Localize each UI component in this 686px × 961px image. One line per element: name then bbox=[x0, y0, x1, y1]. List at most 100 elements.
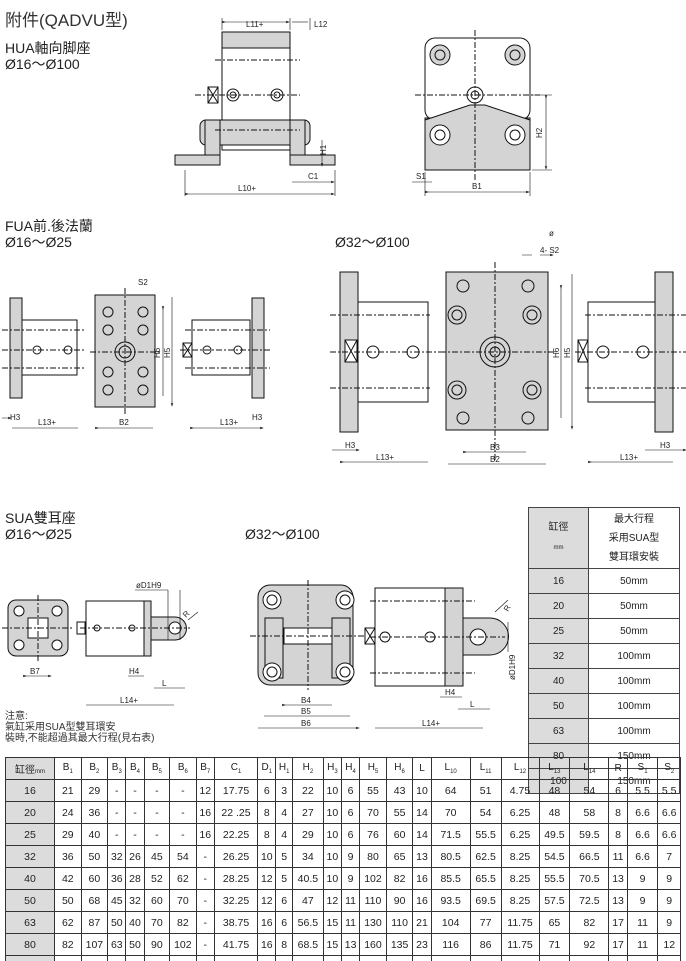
value-cell: 13 bbox=[340, 933, 361, 956]
value-cell: 5.5 bbox=[626, 779, 659, 802]
value-cell: 40 bbox=[125, 911, 145, 934]
dim-label-d1h9: øD1H9 bbox=[508, 654, 517, 680]
value-cell: 59.5 bbox=[569, 823, 610, 846]
value-cell: 60 bbox=[385, 823, 414, 846]
value-cell: 102 bbox=[169, 933, 197, 956]
value-cell: 8 bbox=[257, 801, 277, 824]
value-cell: 77 bbox=[469, 911, 502, 934]
stroke-header-line: 最大行程 bbox=[614, 513, 654, 525]
dim-label-l11: L11+ bbox=[246, 20, 264, 29]
value-cell: 40 bbox=[80, 823, 109, 846]
column-header: D1 bbox=[257, 757, 277, 780]
bore-header: 缸徑 bbox=[15, 765, 35, 776]
dim-label-l13: L13+ bbox=[376, 453, 394, 462]
value-cell: 6 bbox=[257, 779, 277, 802]
dim-label-h5: H5 bbox=[563, 347, 572, 358]
dim-label-h3: H3 bbox=[10, 413, 21, 422]
dim-label-l13: L13+ bbox=[220, 418, 238, 427]
bore-cell: 63 bbox=[528, 718, 589, 744]
value-cell: 9 bbox=[340, 845, 361, 868]
max-stroke-cell: 50mm bbox=[588, 593, 680, 619]
value-cell: 65 bbox=[538, 911, 571, 934]
value-cell: - bbox=[107, 801, 127, 824]
value-cell: 9 bbox=[340, 867, 361, 890]
value-cell: 10 bbox=[412, 779, 432, 802]
value-cell: 21 bbox=[608, 955, 628, 961]
hua-range: Ø16～Ø100 bbox=[5, 56, 80, 72]
value-cell: 160 bbox=[359, 933, 387, 956]
value-cell: 55.5 bbox=[538, 867, 571, 890]
value-cell: 50 bbox=[80, 845, 109, 868]
value-cell: - bbox=[143, 779, 171, 802]
value-cell: 58 bbox=[569, 801, 610, 824]
value-cell: 10 bbox=[322, 845, 342, 868]
value-cell: 17.75 bbox=[213, 779, 259, 802]
dim-label-b7: B7 bbox=[30, 667, 40, 676]
bore-cell: 32 bbox=[5, 845, 55, 868]
column-header: L10 bbox=[430, 757, 471, 780]
value-cell: 11 bbox=[626, 911, 659, 934]
value-cell: 72.5 bbox=[569, 889, 610, 912]
bore-cell: 80 bbox=[5, 933, 55, 956]
value-cell: 8 bbox=[257, 823, 277, 846]
value-cell: 87 bbox=[80, 911, 109, 934]
dim-label-phi: ø bbox=[549, 229, 554, 238]
value-cell: 163 bbox=[385, 955, 414, 961]
value-cell: 13.5 bbox=[626, 955, 659, 961]
value-cell: 6 bbox=[608, 779, 628, 802]
value-cell: 90 bbox=[385, 889, 414, 912]
value-cell: 36 bbox=[54, 845, 82, 868]
stroke-header-line: 采用SUA型 bbox=[608, 532, 660, 544]
value-cell: 12 bbox=[322, 889, 342, 912]
value-cell: 60 bbox=[125, 955, 145, 961]
value-cell: 54 bbox=[469, 801, 502, 824]
value-cell: 4 bbox=[275, 823, 294, 846]
value-cell: 15 bbox=[340, 955, 361, 961]
dim-label-l10: L10+ bbox=[238, 184, 256, 193]
value-cell: 76 bbox=[359, 823, 387, 846]
value-cell: - bbox=[107, 779, 127, 802]
value-cell: 43 bbox=[385, 779, 414, 802]
value-cell: 41.75 bbox=[213, 933, 259, 956]
value-cell: 107 bbox=[80, 933, 109, 956]
value-cell: 8 bbox=[275, 933, 294, 956]
value-cell: 62.5 bbox=[469, 845, 502, 868]
dim-label-b6: B6 bbox=[301, 719, 311, 728]
value-cell: 5 bbox=[275, 845, 294, 868]
value-cell: 81 bbox=[292, 955, 324, 961]
value-cell: 10 bbox=[322, 779, 342, 802]
value-cell: - bbox=[125, 801, 145, 824]
dim-label-h2: H2 bbox=[535, 127, 544, 138]
dim-label-4-s2: 4- S2 bbox=[540, 246, 560, 255]
max-stroke-cell: 50mm bbox=[588, 568, 680, 594]
value-cell: - bbox=[169, 779, 197, 802]
value-cell: 8 bbox=[275, 955, 294, 961]
value-cell: 40.5 bbox=[292, 867, 324, 890]
value-cell: 29 bbox=[292, 823, 324, 846]
value-cell: 32 bbox=[125, 889, 145, 912]
column-header: L14 bbox=[569, 757, 610, 780]
value-cell: 8.25 bbox=[500, 889, 540, 912]
value-cell: 60 bbox=[80, 867, 109, 890]
value-cell: 99.5 bbox=[469, 955, 502, 961]
bore-cell: 40 bbox=[528, 668, 589, 694]
fua-small-views bbox=[2, 288, 270, 428]
value-cell: 130 bbox=[359, 911, 387, 934]
value-cell: 71.5 bbox=[430, 823, 471, 846]
dim-label-l: L bbox=[470, 700, 475, 709]
bore-cell: 25 bbox=[5, 823, 55, 846]
value-cell: 55 bbox=[385, 801, 414, 824]
value-cell: - bbox=[143, 823, 171, 846]
dim-label-r: R bbox=[502, 603, 513, 613]
bore-cell: 100 bbox=[5, 955, 55, 961]
value-cell: 21 bbox=[54, 779, 82, 802]
dim-label-d1h9: øD1H9 bbox=[136, 581, 162, 590]
value-cell: 9 bbox=[626, 889, 659, 912]
value-cell: 16 bbox=[257, 933, 277, 956]
